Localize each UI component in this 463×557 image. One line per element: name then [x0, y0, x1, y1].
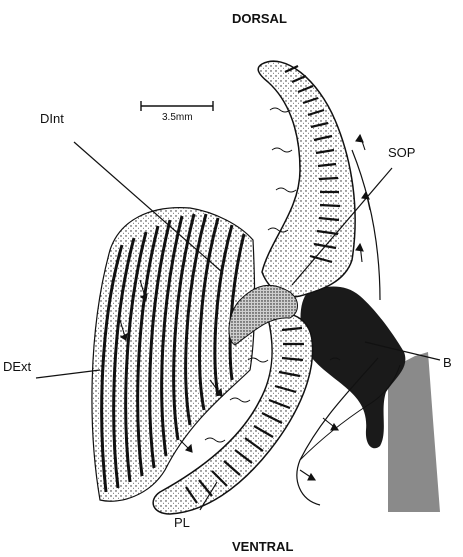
- ventral-label: VENTRAL: [232, 539, 293, 554]
- sop-label: SOP: [388, 145, 415, 160]
- dint-label: DInt: [40, 111, 64, 126]
- pl-label: PL: [174, 515, 190, 530]
- dext-label: DExt: [3, 359, 31, 374]
- dorsal-limb: [258, 61, 355, 297]
- b-label: B: [443, 355, 452, 370]
- dorsal-label: DORSAL: [232, 11, 287, 26]
- scale-bar-label: 3.5mm: [162, 112, 193, 123]
- scale-bar: [141, 101, 213, 111]
- leader-dext: [36, 370, 100, 378]
